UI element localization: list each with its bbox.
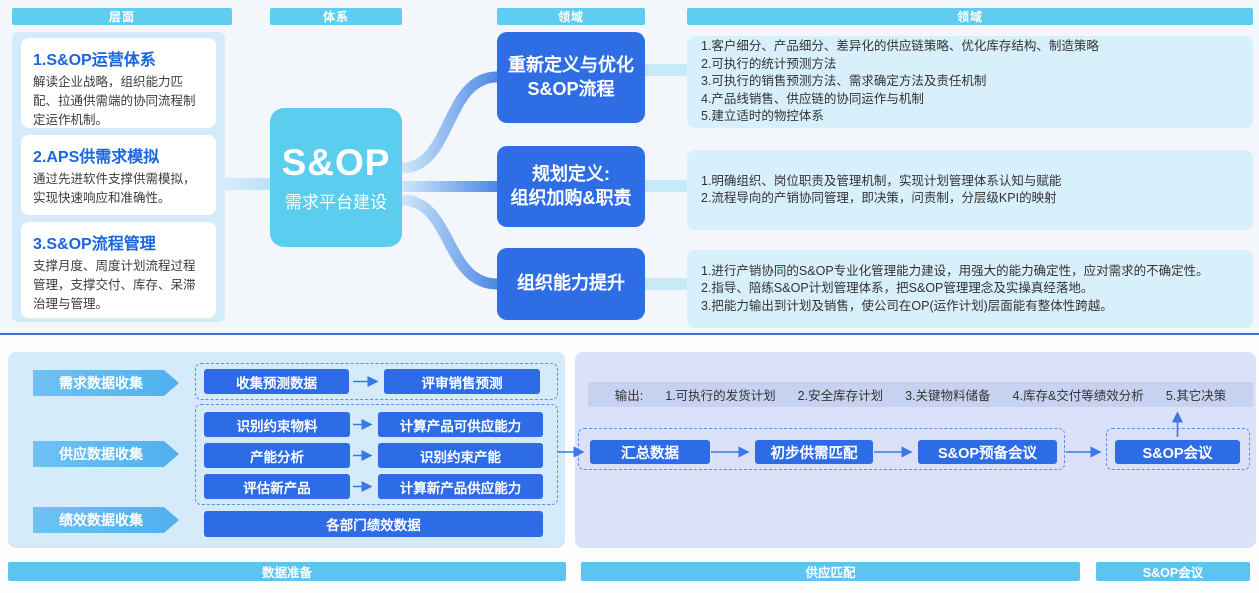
card-body: 支撑月度、周度计划流程过程管理，支撑交付、库存、呆滞治理与管理。 (33, 259, 196, 311)
header-layer-label: 层面 (108, 10, 135, 24)
header-domain-1: 领域 (497, 8, 645, 25)
detail-line: 1.进行产销协同的S&OP专业化管理能力建设，用强大的能力确定性，应对需求的不确… (701, 263, 1209, 278)
lane-performance-data-collection: 绩效数据收集 (33, 507, 179, 533)
step-evaluate-new-products: 评估新产品 (204, 474, 350, 499)
phase-sop-meeting: S&OP会议 (1096, 562, 1250, 581)
detail-line: 5.建立适时的物控体系 (701, 109, 824, 124)
card-body: 通过先进软件支撑供需模拟，实现快速响应和准确性。 (33, 172, 196, 205)
detail-line: 3.把能力输出到计划及销售，使公司在OP(运作计划)层面能有整体性跨越。 (701, 298, 1113, 313)
card-title: 2.APS供需求模拟 (33, 149, 160, 166)
domain-box-redefine-optimize: 重新定义与优化 S&OP流程 (497, 32, 645, 123)
detail-panel-3: 1.进行产销协同的S&OP专业化管理能力建设，用强大的能力确定性，应对需求的不确… (687, 250, 1253, 328)
connector-domain-3-to-detail (645, 278, 687, 290)
step-identify-constrained-materials: 识别约束物料 (204, 412, 350, 437)
connector-domain-1-to-detail (645, 64, 687, 76)
header-domain-1-label: 领域 (557, 10, 584, 24)
header-domain-2: 领域 (687, 8, 1253, 25)
detail-panel-2: 1.明确组织、岗位职责及管理机制，实现计划管理体系认知与赋能 2.流程导向的产销… (687, 150, 1253, 230)
output-item: 5.其它决策 (1165, 389, 1227, 403)
lane-demand-data-collection: 需求数据收集 (33, 370, 179, 396)
detail-line: 1.客户细分、产品细分、差异化的供应链策略、优化库存结构、制造策略 (701, 39, 1099, 54)
domain-box-line1: 组织能力提升 (517, 273, 625, 294)
card-body: 解读企业战略，组织能力匹配、拉通供需端的协同流程制定运作机制。 (33, 75, 196, 127)
output-prefix: 输出: (614, 389, 644, 403)
detail-line: 1.明确组织、岗位职责及管理机制，实现计划管理体系认知与赋能 (701, 173, 1062, 188)
step-collect-forecast-data: 收集预测数据 (204, 369, 349, 394)
step-review-sales-forecast: 评审销售预测 (384, 369, 540, 394)
phase-label: 数据准备 (261, 566, 312, 580)
dashed-group-demand (195, 363, 558, 400)
domain-box-line1: 规划定义: (532, 164, 610, 185)
card-aps-simulation: 2.APS供需求模拟 通过先进软件支撑供需模拟，实现快速响应和准确性。 (21, 135, 216, 215)
step-aggregate-data: 汇总数据 (590, 440, 710, 464)
output-item: 4.库存&交付等绩效分析 (1012, 389, 1144, 403)
detail-line: 2.指导、陪练S&OP计划管理体系，把S&OP管理理念及实操真经落地。 (701, 281, 1094, 296)
lane-label: 供应数据收集 (59, 446, 143, 462)
center-sop-subtitle: 需求平台建设 (285, 193, 387, 212)
step-identify-constrained-capacity: 识别约束产能 (378, 443, 543, 468)
phase-supply-matching: 供应匹配 (581, 562, 1080, 581)
detail-panel-1: 1.客户细分、产品细分、差异化的供应链策略、优化库存结构、制造策略 2.可执行的… (687, 36, 1253, 128)
connector-center-to-domain-2 (402, 181, 497, 192)
center-sop-node: S&OP 需求平台建设 (270, 108, 402, 247)
output-bar: 输出: 1.可执行的发货计划 2.安全库存计划 3.关键物料储备 4.库存&交付… (588, 382, 1253, 407)
step-calc-new-product-supply: 计算新产品供应能力 (378, 474, 543, 499)
lane-label: 绩效数据收集 (59, 512, 143, 528)
card-sop-process-management: 3.S&OP流程管理 支撑月度、周度计划流程过程管理，支撑交付、库存、呆滞治理与… (21, 222, 216, 318)
phase-label: 供应匹配 (805, 566, 856, 580)
step-capacity-analysis: 产能分析 (204, 443, 350, 468)
phase-label: S&OP会议 (1142, 566, 1204, 580)
section-divider-line (0, 333, 1259, 335)
header-domain-2-label: 领域 (956, 10, 983, 24)
phase-data-preparation: 数据准备 (8, 562, 566, 581)
lane-label: 需求数据收集 (59, 375, 143, 391)
detail-line: 4.产品线销售、供应链的协同运作与机制 (701, 91, 924, 106)
detail-line: 2.流程导向的产销协同管理，即决策，问责制，分层级KPI的映射 (701, 191, 1057, 205)
detail-line: 2.可执行的统计预测方法 (701, 56, 837, 71)
dashed-group-supply (195, 404, 558, 505)
lane-supply-data-collection: 供应数据收集 (33, 441, 179, 467)
step-initial-supply-demand-match: 初步供需匹配 (755, 440, 873, 464)
output-item: 1.可执行的发货计划 (665, 389, 776, 403)
output-item: 2.安全库存计划 (797, 389, 884, 403)
domain-box-capability-improvement: 组织能力提升 (497, 248, 645, 320)
domain-box-line1: 重新定义与优化 (508, 55, 634, 76)
domain-box-line2: S&OP流程 (527, 78, 615, 99)
connector-left-to-center (225, 178, 270, 190)
output-item: 3.关键物料储备 (905, 389, 991, 403)
header-layer: 层面 (12, 8, 232, 25)
step-sop-prep-meeting: S&OP预备会议 (918, 440, 1057, 464)
header-system-label: 体系 (322, 10, 349, 24)
detail-line: 3.可执行的销售预测方法、需求确定方法及责任机制 (701, 74, 987, 89)
center-sop-title: S&OP (281, 142, 391, 183)
step-department-performance-data: 各部门绩效数据 (204, 511, 543, 537)
connector-domain-2-to-detail (645, 180, 687, 192)
domain-box-planning-definition: 规划定义: 组织加购&职责 (497, 146, 645, 227)
header-system: 体系 (270, 8, 402, 25)
card-sop-operation-system: 1.S&OP运营体系 解读企业战略，组织能力匹配、拉通供需端的协同流程制定运作机… (21, 38, 216, 128)
step-calc-product-supply-capability: 计算产品可供应能力 (378, 412, 543, 437)
step-sop-meeting: S&OP会议 (1115, 440, 1240, 464)
domain-box-line2: 组织加购&职责 (510, 187, 632, 208)
card-title: 3.S&OP流程管理 (33, 236, 156, 253)
card-title: 1.S&OP运营体系 (33, 52, 156, 69)
